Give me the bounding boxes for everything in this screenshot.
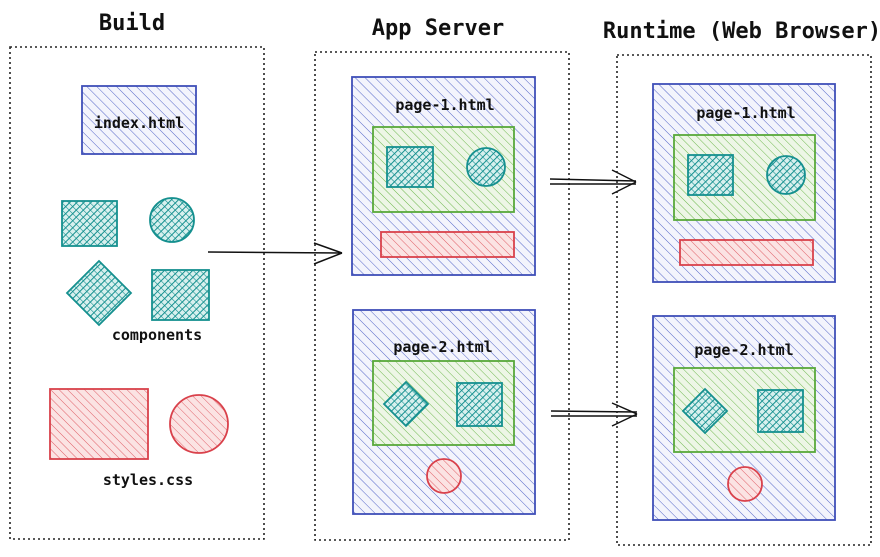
runtime-page-1-style-bar <box>679 239 814 266</box>
runtime-page-2-square-component-icon <box>757 389 804 433</box>
server-page-2-diamond-component-icon <box>382 380 430 428</box>
server-page-2-square-component-icon <box>456 382 503 427</box>
runtime-container <box>616 54 872 546</box>
component-box-icon <box>151 269 210 321</box>
components-label: components <box>112 326 202 344</box>
component-circle-icon <box>149 197 195 243</box>
server-page-2-label: page-2.html <box>393 338 492 356</box>
server-to-runtime-arrow-2 <box>550 402 638 427</box>
runtime-page-2-circle-style-icon <box>727 466 763 502</box>
style-circle-icon <box>169 394 229 454</box>
build-container <box>9 46 265 540</box>
component-diamond-icon <box>65 259 133 327</box>
server-page-1-style-bar <box>380 231 515 258</box>
server-to-runtime-arrow-1 <box>549 169 637 195</box>
index-html-block <box>81 85 197 155</box>
app-server-container <box>314 51 570 541</box>
server-page-1-circle-component-icon <box>466 147 506 187</box>
style-rectangle-icon <box>49 388 149 460</box>
index-html-label: index.html <box>94 114 184 132</box>
app-server-title: App Server <box>372 16 504 41</box>
server-page-1-label: page-1.html <box>395 96 494 114</box>
build-to-server-arrow <box>207 242 343 265</box>
runtime-page-2-label: page-2.html <box>694 341 793 359</box>
styles-label: styles.css <box>103 471 193 489</box>
runtime-page-1-circle-component-icon <box>766 155 806 195</box>
component-square-icon <box>61 200 118 247</box>
server-page-1-square-component-icon <box>386 146 434 188</box>
server-page-2-circle-style-icon <box>426 458 462 494</box>
build-title: Build <box>99 11 165 36</box>
runtime-page-2-diamond-component-icon <box>681 387 729 435</box>
runtime-page-1-label: page-1.html <box>696 104 795 122</box>
runtime-page-1-square-component-icon <box>687 154 734 196</box>
runtime-title: Runtime (Web Browser) <box>603 19 880 44</box>
